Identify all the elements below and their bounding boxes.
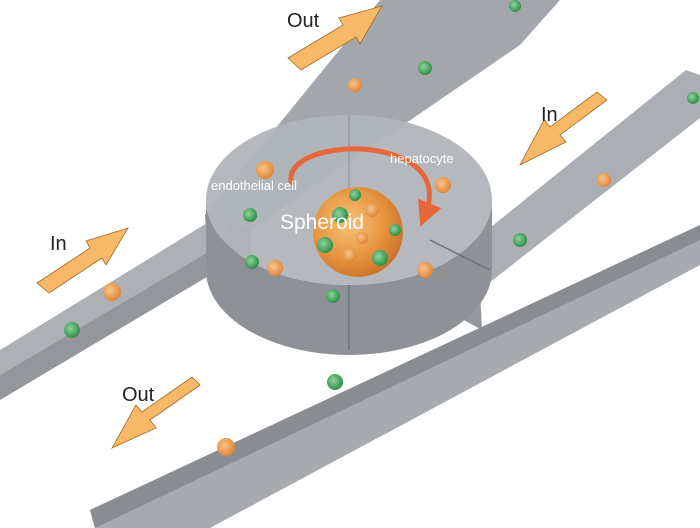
hepatocyte-cell: [435, 177, 451, 193]
cells: [64, 0, 699, 456]
hepatocyte-cell: [356, 232, 368, 244]
arrow-out-top-icon: [287, 5, 383, 71]
spheroid-cells: [317, 189, 401, 266]
endothelial-cell: [326, 289, 340, 303]
hepatocyte-cell: [103, 283, 121, 301]
hepatocyte-cell: [256, 161, 274, 179]
endothelial-cell: [687, 92, 699, 104]
label-out-top: Out: [287, 10, 320, 32]
endothelial-cell: [245, 255, 259, 269]
label-in-right: In: [541, 104, 558, 126]
rotation-arrow-icon: [288, 146, 442, 227]
label-in-left: In: [50, 233, 67, 255]
hepatocyte-cell: [343, 248, 357, 262]
endothelial-cell: [349, 189, 361, 201]
hepatocyte-cell: [365, 203, 379, 217]
hepatocyte-cell: [348, 78, 362, 92]
endothelial-cell: [332, 207, 348, 223]
arrow-out-bottom-icon: [111, 376, 201, 449]
hepatocyte-cell: [597, 173, 611, 187]
endothelial-cell: [509, 0, 521, 12]
spheroid: [313, 187, 403, 277]
label-out-bottom: Out: [122, 384, 155, 406]
arrow-in-right-icon: [519, 91, 608, 166]
outlet-channel-bottom: [90, 225, 700, 528]
endothelial-cell: [64, 322, 80, 338]
endothelial-cell: [372, 250, 388, 266]
endothelial-cell: [243, 208, 257, 222]
endothelial-cell: [317, 237, 333, 253]
label-hepatocyte: hepatocyte: [390, 151, 454, 166]
endothelial-cell: [389, 224, 401, 236]
hepatocyte-cell: [417, 262, 433, 278]
endothelial-cell: [418, 61, 432, 75]
hepatocyte-cell: [267, 260, 283, 276]
label-spheroid: Spheroid: [280, 211, 364, 234]
arrow-in-left-icon: [36, 227, 129, 294]
endothelial-cell: [327, 374, 343, 390]
hepatocyte-cell: [217, 438, 235, 456]
flow-arrows: [36, 5, 608, 449]
label-endothelial-cell: endothelial cell: [211, 178, 297, 193]
endothelial-cell: [513, 233, 527, 247]
